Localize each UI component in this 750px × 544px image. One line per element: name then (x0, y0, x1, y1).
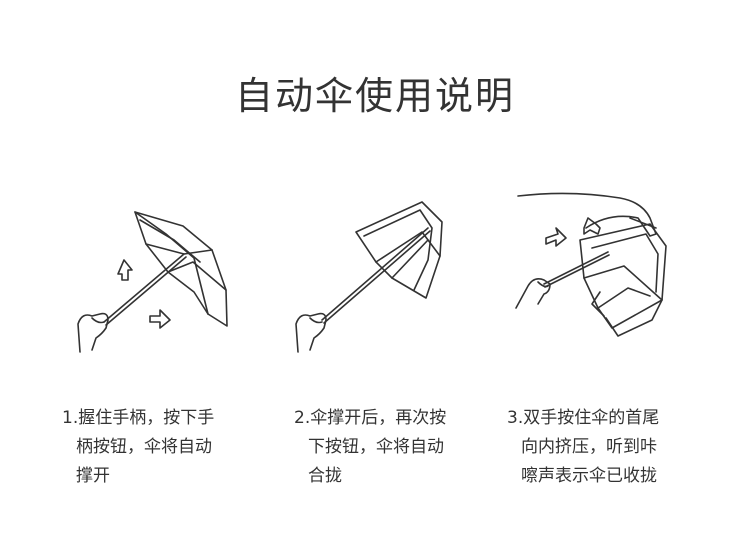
pressing-umbrella-illustration (515, 192, 667, 337)
step-3 (500, 0, 740, 544)
step-2 (252, 0, 492, 544)
closing-umbrella-illustration (295, 201, 443, 353)
open-umbrella-illustration (77, 211, 228, 353)
arrow-left-icon (583, 217, 601, 235)
page-title: 自动伞使用说明 (234, 74, 515, 118)
arrow-up-right-icon (545, 227, 567, 247)
step-3-caption: 3.双手按住伞的首尾 向内挤压，听到咔 嚓声表示伞已收拢 (507, 404, 659, 491)
step-1 (18, 0, 258, 544)
arrow-up-icon (117, 259, 133, 281)
arrow-right-icon (149, 309, 171, 329)
step-1-line-3: 撑开 (76, 466, 110, 486)
step-3-line-1: 3.双手按住伞的首尾 (507, 408, 660, 428)
step-2-line-2: 下按钮，伞将自动 (308, 437, 444, 457)
step-3-line-2: 向内挤压，听到咔 (521, 437, 657, 457)
step-1-line-1: 1.握住手柄，按下手 (62, 408, 215, 428)
step-3-line-3: 嚓声表示伞已收拢 (521, 466, 657, 486)
step-1-caption: 1.握住手柄，按下手 柄按钮，伞将自动 撑开 (62, 404, 214, 491)
step-1-line-2: 柄按钮，伞将自动 (76, 437, 212, 457)
step-2-caption: 2.伞撑开后，再次按 下按钮，伞将自动 合拢 (294, 404, 446, 491)
step-2-line-1: 2.伞撑开后，再次按 (294, 408, 447, 428)
step-2-line-3: 合拢 (308, 466, 342, 486)
